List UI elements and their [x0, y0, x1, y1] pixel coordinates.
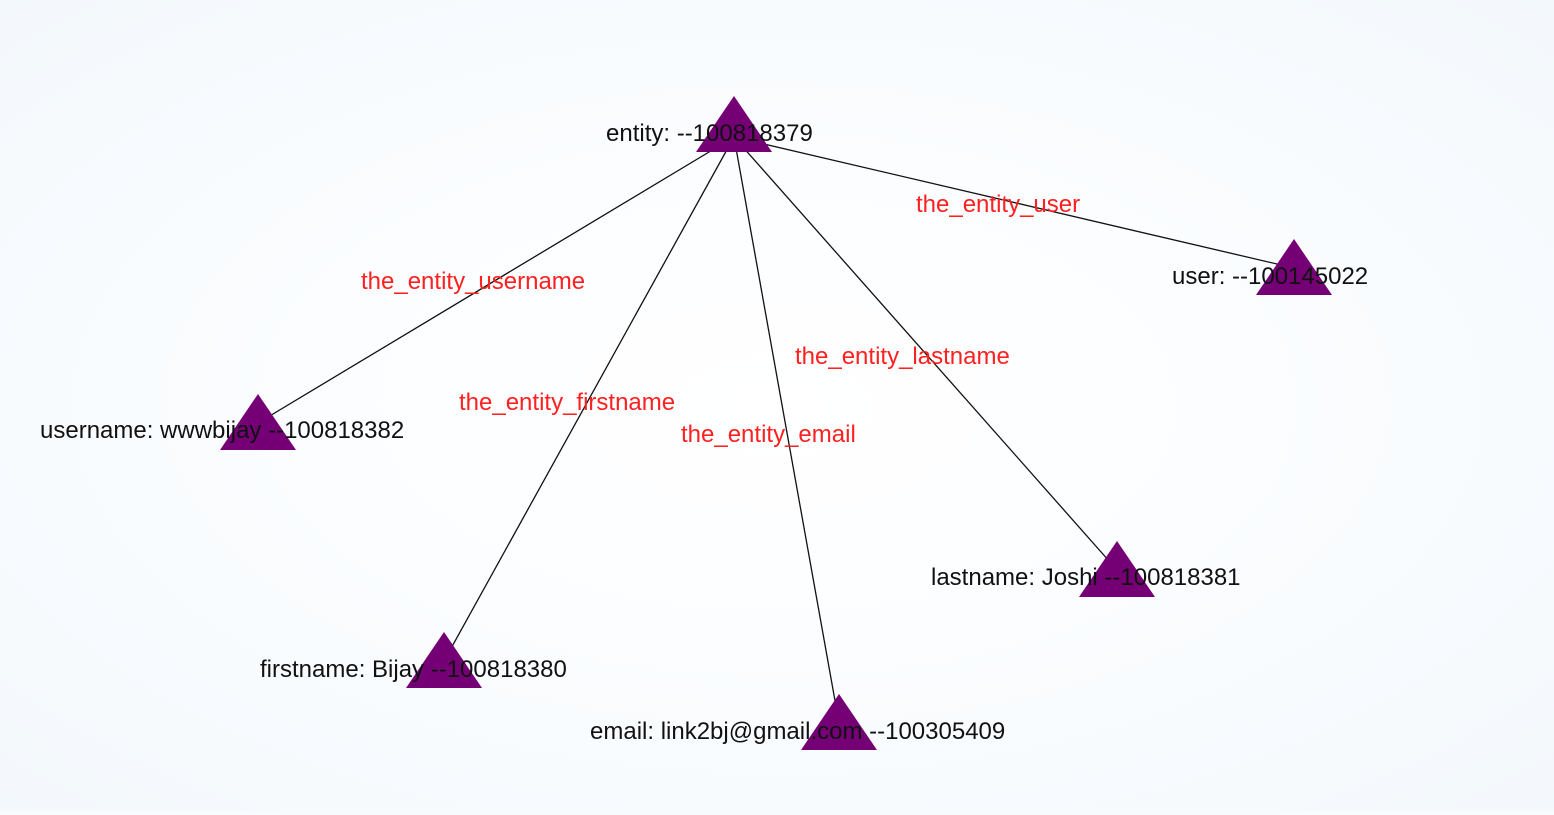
edge-labels-layer: the_entity_user the_entity_username the_en… — [361, 191, 1080, 448]
edge-firstname[interactable] — [443, 136, 735, 662]
edge-username[interactable] — [257, 136, 735, 424]
edge-user[interactable] — [733, 136, 1295, 269]
node-email-triangle-icon[interactable] — [801, 694, 877, 750]
node-label-entity: entity: --100818379 — [606, 120, 813, 147]
node-label-user: user: --100145022 — [1172, 263, 1368, 290]
node-label-email: email: link2bj@gmail.com --100305409 — [590, 718, 1005, 745]
node-firstname-triangle-icon[interactable] — [406, 632, 482, 688]
edge-lastname[interactable] — [733, 136, 1118, 571]
node-labels-layer: entity: --100818379 user: --100145022 user… — [40, 120, 1368, 745]
node-entity-triangle-icon[interactable] — [696, 96, 772, 152]
edge-label-username: the_entity_username — [361, 268, 585, 295]
edge-label-firstname: the_entity_firstname — [459, 389, 675, 416]
node-username-triangle-icon[interactable] — [220, 394, 296, 450]
node-lastname-triangle-icon[interactable] — [1079, 541, 1155, 597]
edge-label-user: the_entity_user — [916, 191, 1080, 218]
edge-email[interactable] — [733, 136, 840, 724]
nodes-layer — [220, 96, 1332, 750]
node-label-lastname: lastname: Joshi --100818381 — [931, 564, 1241, 591]
edge-label-lastname: the_entity_lastname — [795, 343, 1010, 370]
node-label-firstname: firstname: Bijay --100818380 — [260, 656, 567, 683]
node-user-triangle-icon[interactable] — [1256, 239, 1332, 295]
edge-label-email: the_entity_email — [681, 421, 856, 448]
node-label-username: username: wwwbijay --100818382 — [40, 417, 404, 444]
